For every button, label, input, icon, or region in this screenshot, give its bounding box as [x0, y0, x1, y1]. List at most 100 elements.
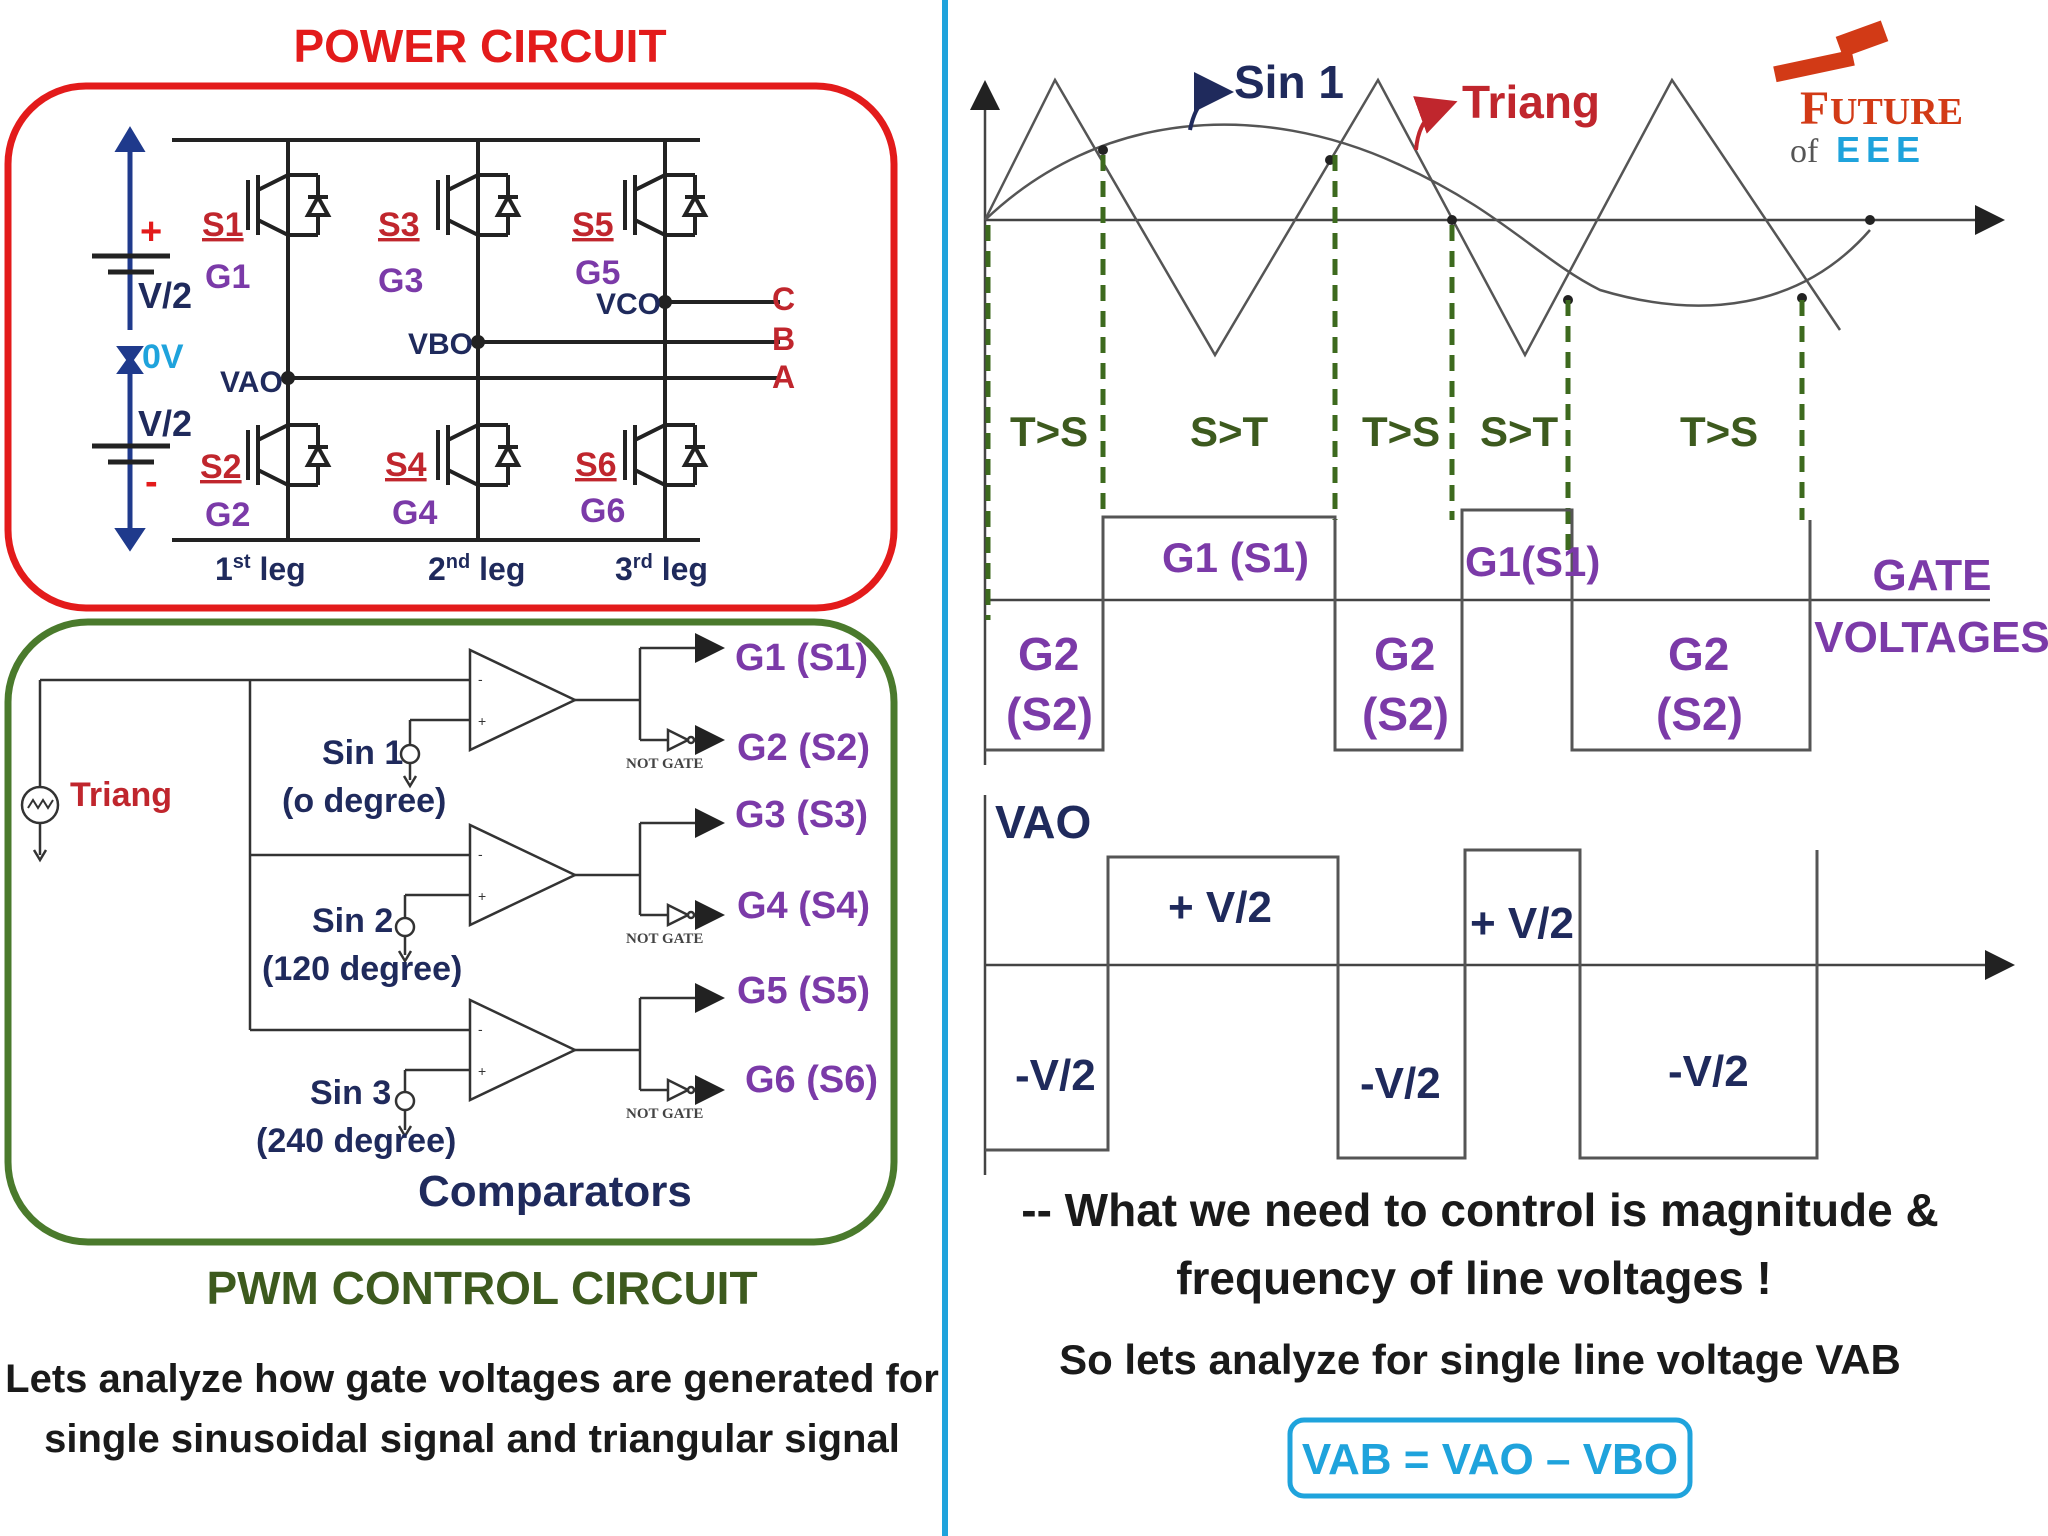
vao-waveform [985, 848, 1819, 1160]
minus-v2-2: -V/2 [1360, 1059, 1441, 1108]
pwm-control-frame [4, 618, 898, 1246]
sin3-degree: (240 degree) [256, 1122, 456, 1160]
sin1-label: Sin 1 [322, 734, 403, 772]
gate-voltages-label-1: GATE [1873, 551, 1992, 600]
gate-voltages-label-2: VOLTAGES [1814, 613, 2048, 662]
zero-v-label: 0V [142, 338, 184, 376]
left-note-line1: Lets analyze how gate voltages are gener… [5, 1357, 939, 1401]
g2-low-1-a: G2 [1018, 628, 1079, 680]
formula-box [1287, 1417, 1693, 1499]
pwm-labels: Triang Sin 1 (o degree) Sin 2 (120 degre… [70, 637, 878, 1216]
sine-reference [984, 123, 1871, 307]
vco-label: VCO [596, 288, 661, 321]
svg-text:+: + [478, 888, 486, 904]
g2-label: G2 [205, 496, 250, 534]
not-gate-label-3: NOT GATE [626, 1106, 703, 1122]
vbo-label: VBO [408, 328, 473, 361]
g1-high-1: G1 (S1) [1162, 534, 1309, 581]
region-1: T>S [1010, 408, 1088, 455]
svg-text:F: F [1800, 82, 1829, 135]
out-g2: G2 (S2) [737, 727, 870, 769]
g2-low-3-b: (S2) [1656, 688, 1743, 740]
plus-label: + [140, 211, 162, 253]
triang-pointer-arrow [1413, 96, 1458, 151]
pwm-wiring [20, 633, 725, 1139]
region-5: T>S [1680, 408, 1758, 455]
igbt-switches [246, 173, 709, 487]
future-of-eee-logo: F UTURE of EEE [1773, 20, 1963, 170]
g1-high-2: G1(S1) [1465, 538, 1600, 585]
power-circuit-frame [4, 82, 898, 612]
svg-text:+: + [478, 713, 486, 729]
g2-low-2-a: G2 [1374, 628, 1435, 680]
plus-v2-2: + V/2 [1470, 899, 1574, 948]
switch-s3 [436, 173, 522, 237]
waveform-labels: Sin 1 Triang T>S S>T T>S S>T T>S G1 (S1)… [995, 56, 2048, 1383]
svg-text:-: - [478, 671, 483, 687]
sin3-label: Sin 3 [310, 1074, 391, 1112]
out-g6: G6 (S6) [745, 1059, 878, 1101]
svg-text:EEE: EEE [1836, 129, 1926, 170]
formula-text: VAB = VAO – VBO [1302, 1435, 1678, 1484]
gate-voltage-waveform [985, 508, 1812, 752]
s1-label: S1 [202, 206, 244, 244]
triangle-carrier [983, 77, 1842, 358]
svg-text:3rd leg: 3rd leg [615, 551, 708, 587]
vao-label: VAO [220, 366, 283, 399]
g6-label: G6 [580, 492, 625, 530]
g2-low-1-b: (S2) [1006, 688, 1093, 740]
g2-low-3-a: G2 [1668, 628, 1729, 680]
out-g1: G1 (S1) [735, 637, 868, 679]
terminal-b: B [772, 321, 795, 357]
sin2-label: Sin 2 [312, 902, 393, 940]
out-g3: G3 (S3) [735, 794, 868, 836]
left-note-line2: single sinusoidal signal and triangular … [44, 1417, 900, 1461]
not-gate-label-1: NOT GATE [626, 756, 703, 772]
s6-label: S6 [575, 446, 617, 484]
right-note-line1: -- What we need to control is magnitude … [1021, 1184, 1938, 1236]
triang-wave-label: Triang [1462, 76, 1600, 128]
out-g5: G5 (S5) [737, 970, 870, 1012]
terminal-c: C [772, 281, 795, 317]
s2-label: S2 [200, 448, 242, 486]
sin1-degree: (o degree) [282, 782, 446, 820]
v-top-label: V/2 [138, 275, 192, 316]
g5-label: G5 [575, 254, 620, 292]
pwm-control-title: PWM CONTROL CIRCUIT [206, 1262, 757, 1314]
right-note-line3: So lets analyze for single line voltage … [1059, 1336, 1901, 1383]
power-circuit-title: POWER CIRCUIT [293, 20, 666, 72]
carrier-and-reference [983, 77, 1871, 358]
triang-source-label: Triang [70, 776, 172, 814]
leg-labels: 1st leg 2nd leg 3rd leg [215, 551, 708, 587]
not-gate-label-2: NOT GATE [626, 931, 703, 947]
v-bot-label: V/2 [138, 403, 192, 444]
svg-text:1st leg: 1st leg [215, 551, 306, 587]
svg-text:+: + [478, 1063, 486, 1079]
s3-label: S3 [378, 206, 420, 244]
switch-s5 [623, 173, 709, 237]
minus-v2-3: -V/2 [1668, 1047, 1749, 1096]
region-3: T>S [1362, 408, 1440, 455]
out-g4: G4 (S4) [737, 885, 870, 927]
right-note-line2: frequency of line voltages ! [1176, 1252, 1772, 1304]
region-2: S>T [1190, 408, 1269, 455]
comparators-label: Comparators [418, 1167, 692, 1216]
s4-label: S4 [385, 446, 427, 484]
terminal-a: A [772, 359, 795, 395]
g3-label: G3 [378, 262, 423, 300]
svg-text:-: - [478, 1021, 483, 1037]
g2-low-2-b: (S2) [1362, 688, 1449, 740]
s5-label: S5 [572, 206, 614, 244]
region-4: S>T [1480, 408, 1559, 455]
g4-label: G4 [392, 494, 437, 532]
sin1-wave-label: Sin 1 [1234, 56, 1344, 108]
switch-s2 [246, 423, 332, 487]
switch-boundaries [985, 155, 1805, 620]
power-labels: + - V/2 V/2 0V S1 G1 S3 G3 S5 G5 S2 G2 S… [138, 206, 795, 587]
vao-axis-label: VAO [995, 796, 1091, 848]
svg-text:2nd leg: 2nd leg [428, 551, 525, 587]
switch-s1 [246, 173, 332, 237]
switch-s4 [436, 423, 522, 487]
minus-label: - [145, 461, 158, 503]
